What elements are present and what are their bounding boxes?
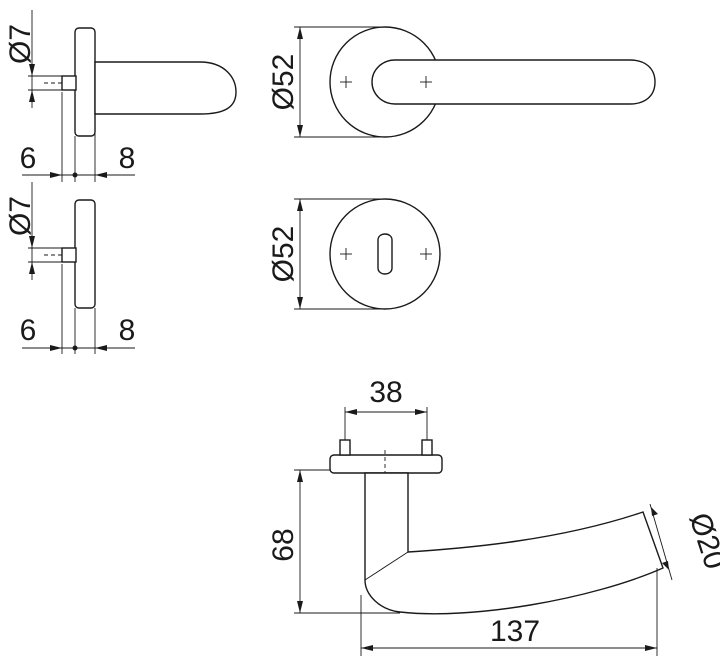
arrow-offset-top-b	[95, 172, 107, 178]
rose-plate-side	[74, 27, 96, 137]
keyhole	[377, 233, 393, 275]
fixing-pin-right	[421, 439, 433, 456]
label-offset-left-bottom: 6	[20, 314, 37, 347]
arrow-offset-bottom-b	[95, 345, 107, 351]
lever-front-profile	[371, 59, 656, 105]
label-handle-length: 137	[490, 615, 540, 648]
label-rose-diameter-bottom: Ø52	[267, 226, 300, 283]
lever-neck-inner-edge	[364, 551, 409, 581]
arrow-pin-top-b	[29, 90, 35, 102]
label-offset-right-top: 8	[119, 142, 136, 175]
arrow-grip-a	[651, 507, 658, 516]
arrow-rose-bottom-a	[297, 199, 303, 211]
top-view-lever: 38 68 137 Ø20	[267, 376, 720, 656]
arrow-fixing-a	[345, 409, 357, 415]
arrow-length-a	[361, 645, 373, 651]
lever-side-profile	[94, 61, 237, 115]
arrow-offset-bottom-a	[50, 345, 62, 351]
dot-offset-bottom	[72, 345, 78, 351]
label-rose-diameter-top: Ø52	[267, 54, 300, 111]
arrow-pin-bottom-b	[29, 262, 35, 274]
arrow-rose-top-a	[297, 27, 303, 39]
label-handle-height: 68	[267, 528, 300, 561]
arrow-rose-top-b	[297, 125, 303, 137]
label-fixing-distance: 38	[369, 376, 402, 409]
arrow-offset-top-a	[50, 172, 62, 178]
arrow-rose-bottom-b	[297, 297, 303, 309]
front-view-lever: Ø52	[267, 26, 656, 138]
arrow-length-b	[645, 645, 657, 651]
arrow-pin-top-a	[29, 64, 35, 76]
escutcheon-plate-side	[74, 199, 96, 309]
arrow-height-b	[297, 601, 303, 613]
arrow-pin-bottom-a	[29, 236, 35, 248]
arrow-fixing-b	[415, 409, 427, 415]
lever-neck-and-grip	[364, 472, 664, 615]
label-offset-left-top: 6	[20, 142, 37, 175]
spindle-pin-bottom	[61, 247, 77, 263]
arrow-grip-b	[662, 561, 669, 570]
side-view-escutcheon: Ø7 6 8	[4, 182, 135, 354]
fixing-pin-left	[339, 439, 351, 456]
label-grip-diameter: Ø20	[683, 509, 720, 573]
rose-base-top-view	[329, 454, 443, 474]
arrow-height-a	[297, 470, 303, 482]
dot-offset-top	[72, 172, 78, 178]
spindle-pin-top	[61, 75, 77, 91]
side-view-lever: Ø7 6 8	[4, 10, 237, 182]
front-view-escutcheon: Ø52	[267, 198, 441, 310]
label-offset-right-bottom: 8	[119, 314, 136, 347]
label-pin-diameter-bottom: Ø7	[4, 196, 37, 236]
label-pin-diameter-top: Ø7	[4, 24, 37, 64]
